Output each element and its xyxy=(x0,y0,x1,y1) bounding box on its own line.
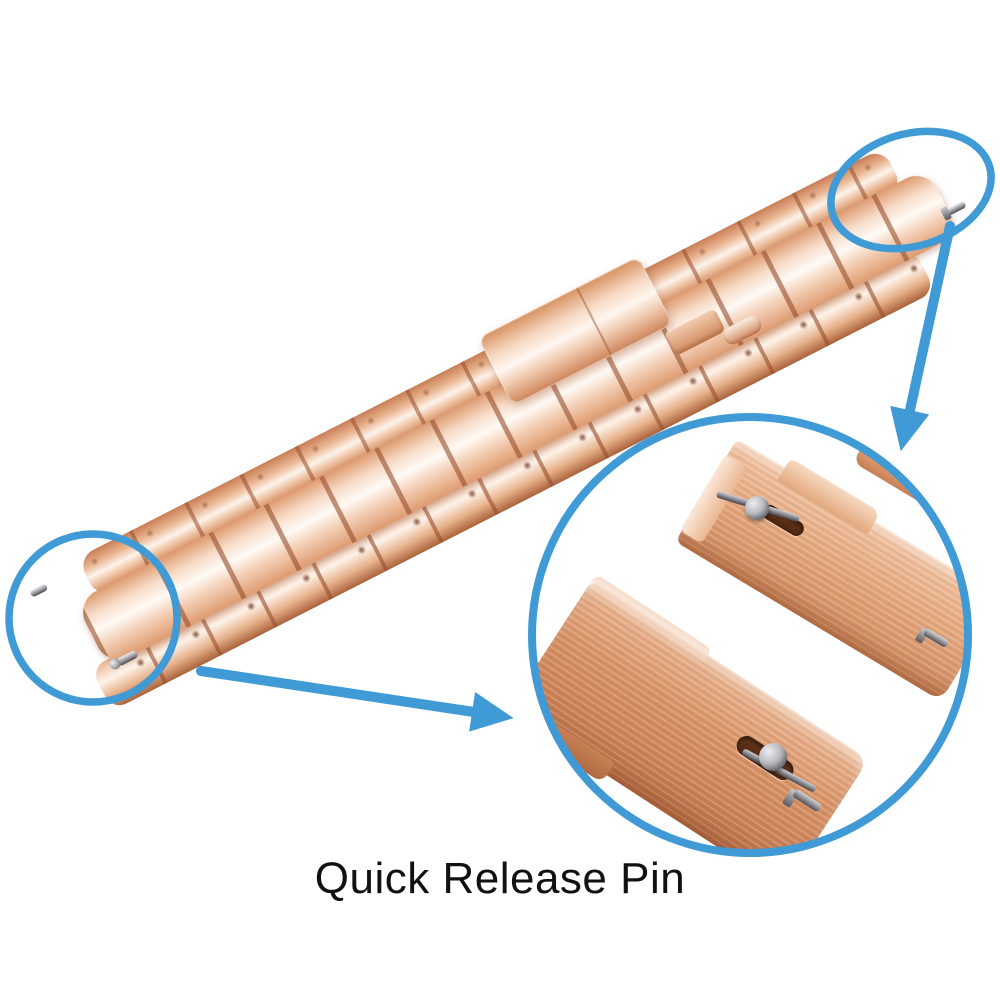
right-end-quick-release-pin-tip xyxy=(945,200,967,216)
caption: Quick Release Pin xyxy=(314,854,686,903)
arrow-head-bottom-left xyxy=(469,692,514,732)
magnified-detail-inset xyxy=(528,413,972,857)
arrow-line-bottom-left xyxy=(196,666,479,717)
left-end-far-pin-tip xyxy=(29,583,49,598)
upper-release-knob xyxy=(745,496,769,520)
lower-release-knob xyxy=(759,743,787,771)
